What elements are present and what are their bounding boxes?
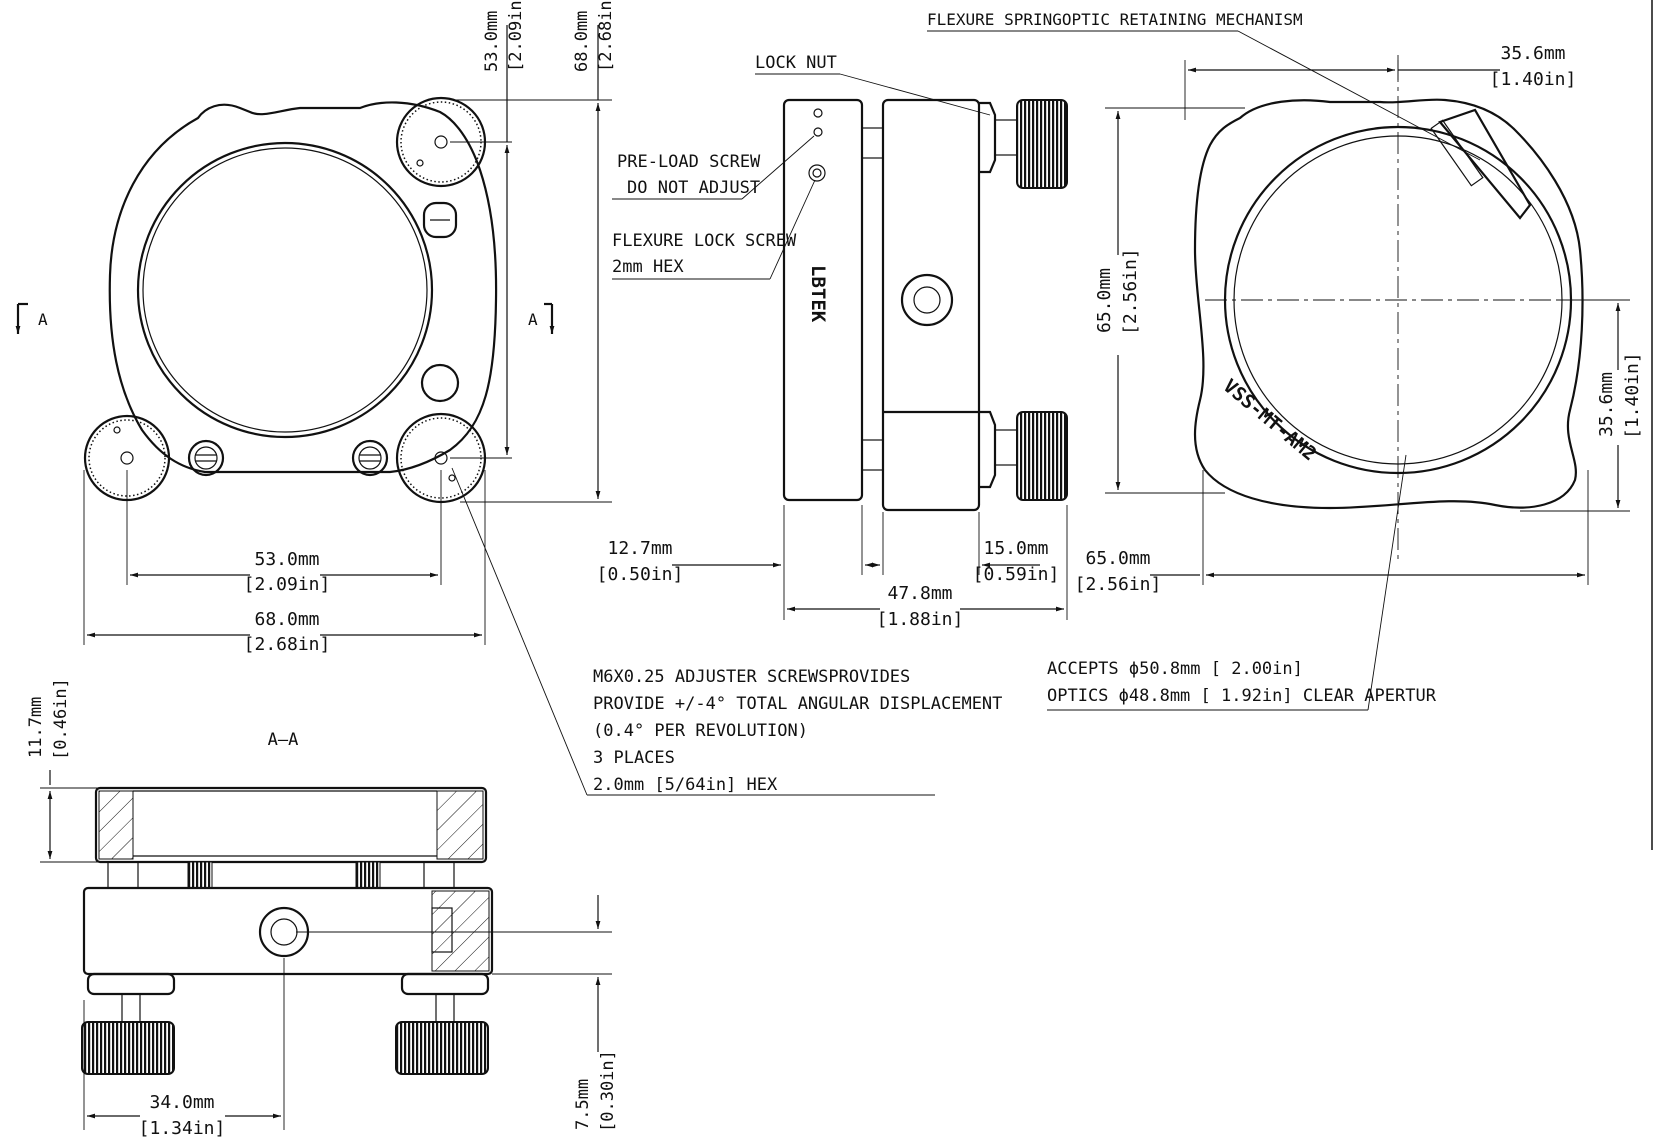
note-accepts-1: ACCEPTS ϕ50.8mm [ 2.00in] xyxy=(1047,659,1303,679)
dim-bot-53-mm: 53.0mm xyxy=(254,549,319,570)
note-adjuster-2: PROVIDE +/-4° TOTAL ANGULAR DISPLACEMENT xyxy=(593,694,1002,714)
side-back-plate xyxy=(881,98,981,512)
section-knob-right xyxy=(395,1021,489,1075)
side-knob-bottom xyxy=(1016,411,1068,501)
note-adjuster-1: M6X0.25 ADJUSTER SCREWSPROVIDES xyxy=(593,667,910,687)
dim-right-650-in: [2.56in] xyxy=(1075,574,1162,595)
dim-sec-117-in: [0.46in] xyxy=(51,678,71,760)
dim-sec-117-mm: 11.7mm xyxy=(26,697,46,758)
front-body-outline xyxy=(108,101,498,474)
dim-side-150-mm: 15.0mm xyxy=(983,538,1048,559)
dim-top-68-mm: 68.0mm xyxy=(572,11,592,72)
section-mark-left: A xyxy=(38,310,48,329)
dim-bot-53-in: [2.09in] xyxy=(244,574,331,595)
section-mark-right: A xyxy=(528,310,538,329)
dim-side-150-in: [0.59in] xyxy=(973,564,1060,585)
front-optic-aperture xyxy=(136,141,434,439)
side-knob-top xyxy=(1016,99,1068,189)
dim-sec-75-mm: 7.5mm xyxy=(573,1079,593,1130)
label-preload-1: PRE-LOAD SCREW xyxy=(617,152,761,172)
label-lock-nut: LOCK NUT xyxy=(755,53,837,73)
dim-right-650v-mm: 65.0mm xyxy=(1094,268,1115,333)
section-knob-left xyxy=(81,1021,175,1075)
front-view: A A 53.0mm [2.09in] 68.0mm [2.68in] 53.0… xyxy=(15,0,1002,796)
dim-side-478-mm: 47.8mm xyxy=(887,583,952,604)
dim-sec-75-in: [0.30in] xyxy=(598,1050,618,1132)
flexure-spring xyxy=(1438,108,1532,220)
side-front-plate xyxy=(782,98,864,502)
model-text: VSS-MT-AM2 xyxy=(1219,375,1321,465)
dim-right-356v-mm: 35.6mm xyxy=(1596,372,1617,437)
section-title: A—A xyxy=(268,730,299,750)
note-adjuster-5: 2.0mm [5/64in] HEX xyxy=(593,775,778,795)
dim-bot-68-in: [2.68in] xyxy=(244,634,331,655)
dim-right-650v-in: [2.56in] xyxy=(1120,248,1141,335)
lock-screw-left xyxy=(187,439,225,477)
brand-text: LBTEK xyxy=(807,265,829,323)
label-flexlock-1: FLEXURE LOCK SCREW xyxy=(612,231,797,251)
dim-right-356v-in: [1.40in] xyxy=(1622,352,1643,439)
dim-side-478-in: [1.88in] xyxy=(877,609,964,630)
dim-sec-340-mm: 34.0mm xyxy=(149,1092,214,1113)
note-accepts-2: OPTICS ϕ48.8mm [ 1.92in] CLEAR APERTUR xyxy=(1047,686,1437,706)
dim-right-650-mm: 65.0mm xyxy=(1085,548,1150,569)
side-mount-hole xyxy=(900,273,954,327)
dim-side-127-in: [0.50in] xyxy=(597,564,684,585)
dim-right-356-mm: 35.6mm xyxy=(1500,43,1565,64)
note-adjuster-4: 3 PLACES xyxy=(593,748,675,768)
side-view: LBTEK LOCK NUT PRE-LOAD SCREW DO NOT ADJ… xyxy=(597,53,1068,630)
back-body-outline xyxy=(1193,98,1584,510)
dim-side-127-mm: 12.7mm xyxy=(607,538,672,559)
dim-top-53-mm: 53.0mm xyxy=(482,11,502,72)
dim-top-53-in: [2.09in] xyxy=(506,0,526,72)
front-hole xyxy=(420,363,460,403)
section-view: A—A 11.7mm [0.46in] 3 xyxy=(26,678,618,1139)
back-view: VSS-MT-AM2 FLEXURE SPRINGOPTIC RETAINING… xyxy=(927,10,1643,711)
label-retaining: FLEXURE SPRINGOPTIC RETAINING MECHANISM xyxy=(927,10,1303,29)
dim-right-356-in: [1.40in] xyxy=(1490,69,1577,90)
lock-screw-right xyxy=(351,439,389,477)
front-slot xyxy=(422,201,458,239)
label-preload-2: DO NOT ADJUST xyxy=(627,178,760,198)
dim-top-68-in: [2.68in] xyxy=(596,0,616,72)
note-adjuster-3: (0.4° PER REVOLUTION) xyxy=(593,721,808,741)
label-flexlock-2: 2mm HEX xyxy=(612,257,684,277)
dim-sec-340-in: [1.34in] xyxy=(139,1118,226,1139)
dim-bot-68-mm: 68.0mm xyxy=(254,609,319,630)
